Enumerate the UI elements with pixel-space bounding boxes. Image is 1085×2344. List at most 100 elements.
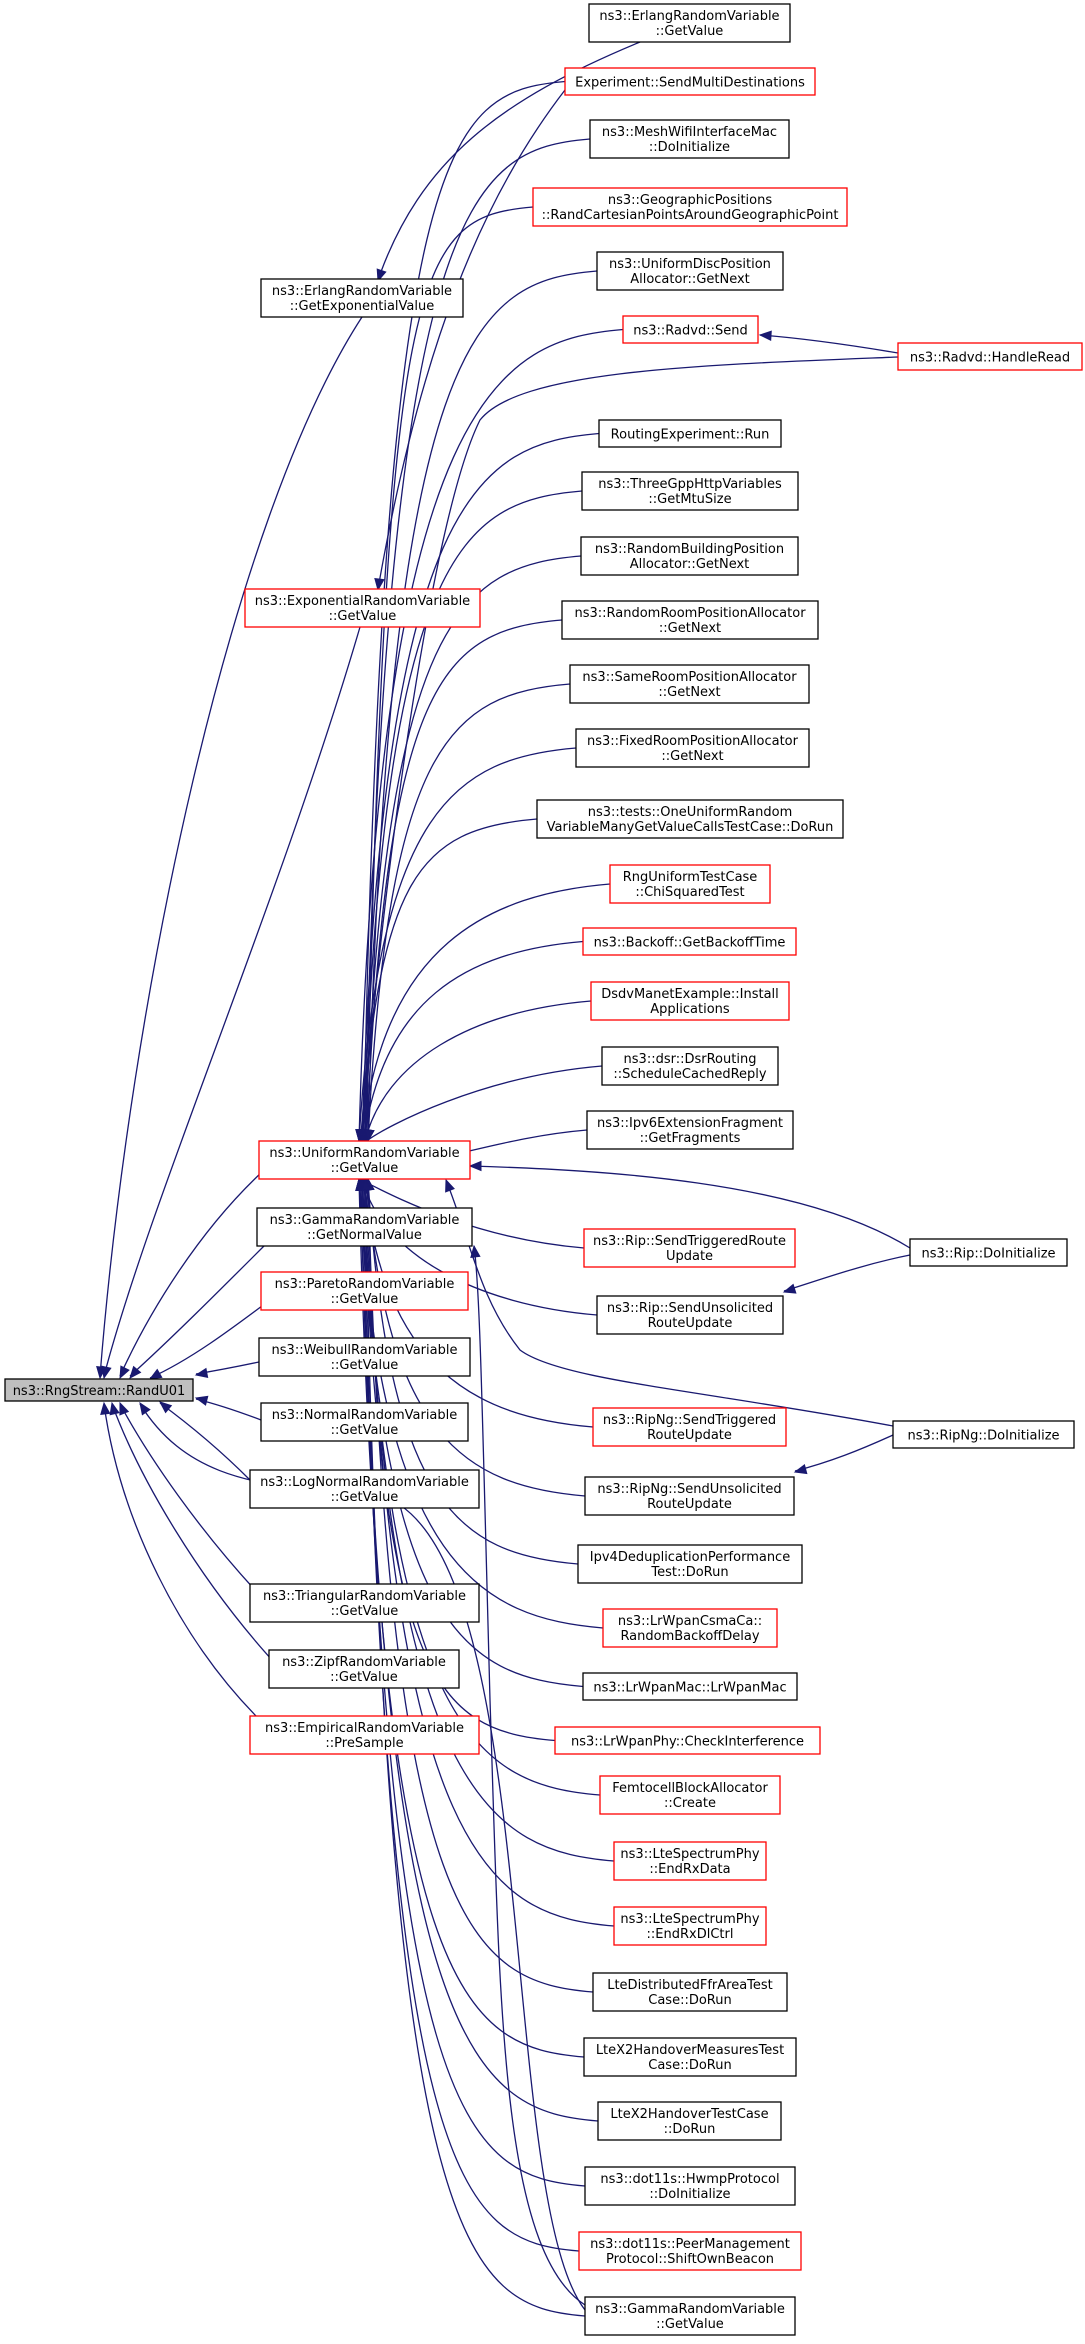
node-box <box>590 981 790 1021</box>
node-same-room: ns3::SameRoomPositionAllocator::GetNext <box>569 664 810 704</box>
node-rand-building: ns3::RandomBuildingPositionAllocator::Ge… <box>580 536 799 576</box>
arrowhead <box>374 577 385 592</box>
node-label: LteDistributedFfrAreaTest <box>607 1978 773 1993</box>
edge-exp_get-to-root <box>101 626 361 1380</box>
edge-line <box>159 1402 251 1481</box>
node-box <box>589 119 790 159</box>
arrowhead <box>782 1283 797 1294</box>
edge-line <box>367 1178 594 1993</box>
node-lrwpan-csma[interactable]: ns3::LrWpanCsmaCa::RandomBackoffDelay <box>602 1608 778 1648</box>
node-label: ::GetNormalValue <box>307 1228 422 1243</box>
arrowhead <box>119 1365 130 1380</box>
node-geo[interactable]: ns3::GeographicPositions::RandCartesianP… <box>532 187 848 227</box>
edge-weibull-to-root <box>194 1361 260 1379</box>
node-label: ns3::RandomBuildingPosition <box>595 542 784 557</box>
edge-dsdv-to-uni_get <box>361 1000 592 1143</box>
node-box <box>584 2166 796 2206</box>
node-label: RouteUpdate <box>647 1428 732 1443</box>
node-one-uniform: ns3::tests::OneUniformRandomVariableMany… <box>536 799 844 839</box>
edge-rand_building-to-uni_get <box>361 555 582 1143</box>
node-label: ns3::UniformRandomVariable <box>269 1146 459 1161</box>
node-label: ns3::EmpiricalRandomVariable <box>265 1721 464 1736</box>
node-uni-get[interactable]: ns3::UniformRandomVariable::GetValue <box>258 1140 471 1180</box>
node-box <box>602 1608 778 1648</box>
node-label: Ipv4DeduplicationPerformance <box>590 1550 790 1565</box>
node-box <box>532 187 848 227</box>
edge-gamma_get-to-gamma_normal <box>470 1244 586 2306</box>
node-lte-x2: LteX2HandoverTestCase::DoRun <box>597 2101 782 2141</box>
node-label: ::GetFragments <box>640 1131 741 1146</box>
node-box <box>577 1544 803 1584</box>
node-pareto[interactable]: ns3::ParetoRandomVariable::GetValue <box>260 1271 469 1311</box>
edge-line <box>377 89 566 590</box>
node-label: ::GetValue <box>331 1358 399 1373</box>
node-box <box>601 1046 779 1086</box>
node-exp-get[interactable]: ns3::ExponentialRandomVariable::GetValue <box>244 588 481 628</box>
node-label: ns3::GammaRandomVariable <box>270 1213 460 1228</box>
arrowhead <box>139 1401 151 1416</box>
node-label: RouteUpdate <box>647 1497 732 1512</box>
node-label: RouteUpdate <box>648 1316 733 1331</box>
node-label: ::GetValue <box>330 1670 398 1685</box>
node-box <box>598 419 782 448</box>
node-lte-rx[interactable]: ns3::LteSpectrumPhy::EndRxData <box>613 1841 767 1881</box>
node-routing-run: RoutingExperiment::Run <box>598 419 782 448</box>
edge-pareto-to-root <box>148 1299 271 1380</box>
edge-lognormal-to-root <box>158 1401 251 1481</box>
node-radvd-read[interactable]: ns3::Radvd::HandleRead <box>897 342 1083 371</box>
node-label: ::RandCartesianPointsAroundGeographicPoi… <box>542 208 839 223</box>
edge-backoff-to-uni_get <box>359 940 584 1143</box>
node-box <box>892 1420 1075 1449</box>
node-box <box>596 251 784 291</box>
node-hwmp: ns3::dot11s::HwmpProtocol::DoInitialize <box>584 2166 796 2206</box>
edge-routing_run-to-uni_get <box>358 432 600 1143</box>
arrowhead <box>148 1368 163 1380</box>
edge-one_uniform-to-uni_get <box>356 818 538 1143</box>
node-lrwpan-phy[interactable]: ns3::LrWpanPhy::CheckInterference <box>554 1726 821 1755</box>
node-erlang-get: ns3::ErlangRandomVariable::GetValue <box>588 3 791 43</box>
node-label: ns3::GeographicPositions <box>608 193 772 208</box>
node-label: Protocol::ShiftOwnBeacon <box>606 2252 774 2267</box>
edge-line <box>759 334 899 354</box>
node-ipv6frag: ns3::Ipv6ExtensionFragment::GetFragments <box>586 1110 794 1150</box>
node-peer[interactable]: ns3::dot11s::PeerManagementProtocol::Shi… <box>578 2231 802 2271</box>
edge-rng_chi-to-uni_get <box>358 883 611 1143</box>
node-label: ns3::LteSpectrumPhy <box>620 1847 759 1862</box>
node-box <box>609 864 771 904</box>
node-root: ns3::RngStream::RandU01 <box>4 1378 194 1402</box>
node-radvd-send[interactable]: ns3::Radvd::Send <box>622 315 759 344</box>
node-femto[interactable]: FemtocellBlockAllocator::Create <box>599 1775 781 1815</box>
node-uni-disc: ns3::UniformDiscPositionAllocator::GetNe… <box>596 251 784 291</box>
node-exp-multi[interactable]: Experiment::SendMultiDestinations <box>564 67 816 96</box>
node-lte-dl[interactable]: ns3::LteSpectrumPhy::EndRxDlCtrl <box>613 1906 767 1946</box>
edge-line <box>358 328 624 1142</box>
node-rng-chi[interactable]: RngUniformTestCase::ChiSquaredTest <box>609 864 771 904</box>
node-box <box>588 3 791 43</box>
edge-line <box>358 747 577 1142</box>
node-label: ns3::Radvd::Send <box>633 324 747 339</box>
edge-rip_init-to-uni_get <box>468 1160 911 1249</box>
node-box <box>586 1110 794 1150</box>
node-label: ns3::UniformDiscPosition <box>609 257 771 272</box>
node-box <box>592 1407 787 1447</box>
arrowhead <box>194 1395 209 1406</box>
edge-zipf-to-root <box>109 1401 273 1661</box>
arrowhead <box>129 1365 142 1380</box>
edge-line <box>149 1299 271 1379</box>
node-label: ::GetExponentialValue <box>290 299 435 314</box>
node-backoff[interactable]: ns3::Backoff::GetBackoffTime <box>582 927 797 956</box>
node-label: RngUniformTestCase <box>623 870 758 885</box>
edge-triangular-to-root <box>119 1401 256 1591</box>
arrowhead <box>758 330 772 341</box>
node-label: ns3::RipNg::SendUnsolicited <box>597 1482 781 1497</box>
node-box <box>258 1140 471 1180</box>
node-zipf: ns3::ZipfRandomVariable::GetValue <box>268 1649 460 1689</box>
node-empirical[interactable]: ns3::EmpiricalRandomVariable::PreSample <box>249 1715 480 1755</box>
node-box <box>260 1271 469 1311</box>
node-label: Allocator::GetNext <box>630 557 750 572</box>
edge-line <box>445 1179 894 1427</box>
node-erlang-exp: ns3::ErlangRandomVariable::GetExponentia… <box>260 278 464 318</box>
